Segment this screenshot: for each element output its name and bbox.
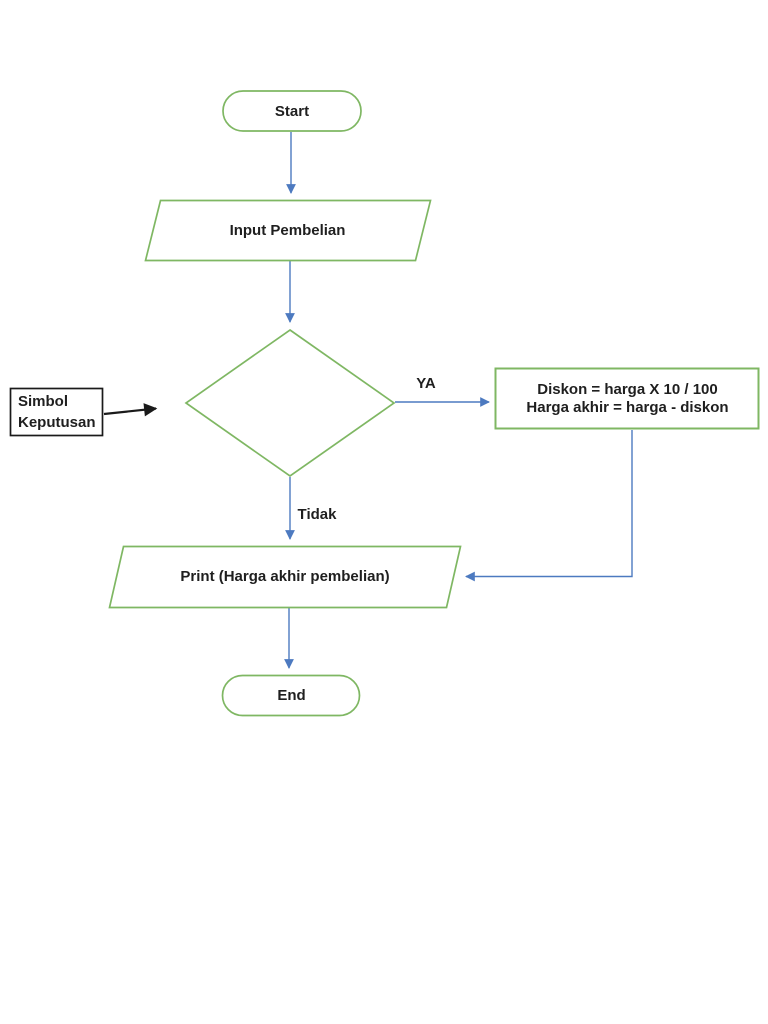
annotation-box-shape [9, 387, 104, 437]
print-label: Print (Harga akhir pembelian) [180, 568, 390, 585]
decision-diamond-shape [184, 328, 396, 478]
process-label-line2: Harga akhir = harga - diskon [526, 399, 729, 416]
annotation-label: Simbol Keputusan [10, 388, 103, 436]
end-label: End [277, 686, 306, 704]
input-label: Input Pembelian [229, 221, 346, 239]
connector-process-to-print [465, 430, 633, 582]
end-terminator-shape [221, 674, 361, 717]
annotation-label-line2: Keputusan [18, 414, 96, 431]
annotation-label-line1: Simbol [18, 393, 69, 410]
start-label: Start [274, 102, 310, 120]
edge-no-label: Tidak [297, 505, 337, 523]
process-rectangle-shape [494, 367, 760, 430]
print-parallelogram-shape [108, 545, 462, 609]
input-parallelogram-shape [144, 199, 432, 262]
start-terminator-shape [222, 90, 362, 132]
edge-yes-label: YA [416, 374, 436, 392]
annotation-arrow [103, 403, 158, 417]
process-label-line1: Diskon = harga X 10 / 100 [537, 381, 718, 398]
process-label: Diskon = harga X 10 / 100 Harga akhir = … [496, 369, 759, 429]
